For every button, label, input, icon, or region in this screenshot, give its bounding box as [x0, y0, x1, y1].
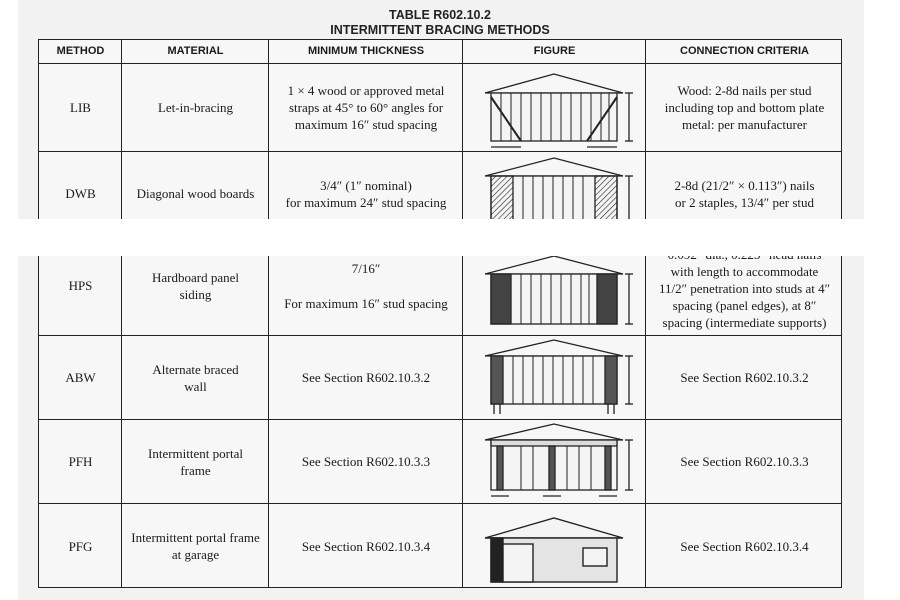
let-in-bracing-wall-icon [463, 63, 646, 151]
thickness-line: maximum 16″ stud spacing [294, 116, 438, 132]
table-header-row: METHOD MATERIAL MINIMUM THICKNESS FIGURE… [39, 40, 841, 64]
header-method: METHOD [56, 45, 105, 57]
header-material: MATERIAL [167, 45, 224, 57]
connection-line: spacing (panel edges), at 8″ [672, 298, 817, 313]
material-cell: Intermittent portal frame [148, 445, 243, 478]
method-cell: DWB [65, 186, 96, 201]
thickness-cell: 7/16″ For maximum 16″ stud spacing [269, 236, 463, 335]
alternate-braced-wall-icon [463, 336, 646, 419]
table-row: LIB Let-in-bracing 1 × 4 wood or approve… [39, 63, 841, 152]
table-row: ABW Alternate braced wall See Section R6… [39, 336, 841, 420]
thickness-line: 3/4″ (1″ nominal) [320, 177, 412, 193]
material-cell: Intermittent portal frame at garage [131, 530, 260, 562]
thickness-line: 7/16″ [351, 260, 381, 276]
table-number: TABLE R602.10.2 [389, 8, 491, 22]
thickness-cell: See Section R602.10.3.4 [301, 538, 431, 554]
connection-cell: Wood: 2-8d nails per stud including top … [646, 63, 843, 151]
connection-cell: 2-8d (21/2″ × 0.113″) nails or 2 staples… [646, 152, 843, 235]
table-row: PFG Intermittent portal frame at garage … [39, 504, 841, 588]
header-figure: FIGURE [533, 45, 576, 57]
method-cell: LIB [70, 99, 91, 115]
column-divider [268, 40, 270, 587]
garage-portal-frame-icon [463, 504, 646, 588]
hardboard-panel-wall-icon [463, 236, 646, 335]
connection-line: or 2 staples, 13/4″ per stud [674, 194, 814, 210]
connection-line: 11/2″ penetration into studs at 4″ [658, 281, 831, 296]
thickness-cell: 1 × 4 wood or approved metal straps at 4… [269, 63, 463, 151]
connection-cell: See Section R602.10.3.3 [680, 454, 809, 469]
material-cell: Let-in-bracing [157, 99, 234, 115]
table-caption: INTERMITTENT BRACING METHODS [330, 23, 550, 37]
column-divider [462, 40, 464, 587]
header-thickness: MINIMUM THICKNESS [307, 45, 425, 57]
material-cell: Alternate braced wall [152, 361, 239, 394]
thickness-line: straps at 45° to 60° angles for [288, 99, 444, 115]
diagonal-boards-wall-icon [463, 152, 646, 235]
connection-line: including top and bottom plate [664, 99, 825, 115]
header-connection: CONNECTION CRITERIA [680, 45, 809, 57]
column-divider [645, 40, 647, 587]
thickness-line: For maximum 16″ stud spacing [284, 295, 448, 311]
connection-line: metal: per manufacturer [682, 116, 807, 132]
material-cell: Diagonal wood boards [136, 186, 255, 201]
table-row: PFH Intermittent portal frame See Sectio… [39, 420, 841, 504]
table-row: HPS Hardboard panel siding 7/16″ For max… [39, 236, 841, 336]
column-divider [121, 40, 123, 587]
connection-line: Wood: 2-8d nails per stud [677, 82, 812, 98]
table-title: TABLE R602.10.2 INTERMITTENT BRACING MET… [38, 8, 842, 38]
thickness-cell: 3/4″ (1″ nominal) for maximum 24″ stud s… [269, 152, 463, 235]
method-cell: HPS [68, 278, 93, 293]
thickness-line: 1 × 4 wood or approved metal [287, 82, 445, 98]
connection-cell: See Section R602.10.3.2 [680, 370, 809, 385]
method-cell: ABW [65, 370, 96, 385]
bracing-methods-table: METHOD MATERIAL MINIMUM THICKNESS FIGURE… [38, 39, 842, 588]
connection-cell: See Section R602.10.3.4 [680, 538, 809, 554]
connection-line: 2-8d (21/2″ × 0.113″) nails [674, 177, 815, 193]
connection-line: with length to accommodate [670, 264, 819, 279]
thickness-cell: See Section R602.10.3.2 [301, 370, 431, 385]
scan-gap [0, 219, 900, 256]
thickness-line: for maximum 24″ stud spacing [285, 194, 447, 210]
method-cell: PFH [68, 454, 93, 469]
portal-frame-wall-icon [463, 420, 646, 503]
material-cell: Hardboard panel siding [152, 269, 239, 302]
connection-line: spacing (intermediate supports) [662, 315, 827, 330]
thickness-cell: See Section R602.10.3.3 [301, 454, 431, 469]
method-cell: PFG [68, 538, 93, 554]
